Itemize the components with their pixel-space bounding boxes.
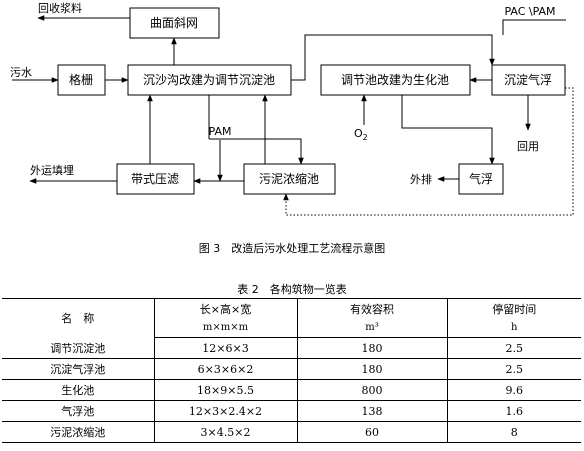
- table-row: 气浮池 12×3×2.4×2 138 1.6: [2, 400, 581, 422]
- cell-dims: 12×3×2.4×2: [153, 400, 298, 422]
- cell-retention: 8: [446, 421, 581, 443]
- arrow-bio-to-air-flot: [401, 95, 495, 165]
- structures-table: 名 称 长×高×宽 有效容积 停留时间 m×m×m m³ h 调节沉淀池 12×…: [2, 298, 581, 443]
- cell-name: 气浮池: [2, 400, 155, 422]
- cell-retention: 2.5: [446, 337, 581, 359]
- header-retention: 停留时间: [446, 298, 581, 318]
- label-pac-pam: PAC \PAM: [504, 5, 555, 18]
- line-pac-pam: [502, 19, 566, 35]
- cell-retention: 1.6: [446, 400, 581, 422]
- cell-dims: 12×6×3: [153, 337, 298, 359]
- label-pam: PAM: [209, 125, 232, 138]
- box-sludge-thickener-label: 污泥浓缩池: [259, 171, 319, 186]
- cell-name: 生化池: [2, 379, 155, 401]
- cell-volume: 800: [296, 379, 448, 401]
- arrow-grit-to-thickener: [209, 138, 304, 165]
- cell-dims: 6×3×6×2: [153, 358, 298, 380]
- cell-dims: 3×4.5×2: [153, 421, 298, 443]
- arrow-to-sed-flot: [291, 34, 495, 81]
- cell-retention: 9.6: [446, 379, 581, 401]
- table-row: 污泥浓缩池 3×4.5×2 60 8: [2, 421, 581, 443]
- box-sludge-thickener: 污泥浓缩池: [243, 163, 336, 195]
- box-curved-screen: 曲面斜网: [129, 7, 220, 39]
- header-volume-unit: m³: [296, 318, 448, 338]
- box-equalization-to-bio-label: 调节池改建为生化池: [341, 73, 449, 87]
- label-landfill: 外运填埋: [30, 163, 74, 177]
- cell-volume: 180: [296, 337, 448, 359]
- cell-volume: 180: [296, 358, 448, 380]
- box-sedimentation-flotation-label: 沉淀气浮: [504, 72, 552, 87]
- box-grit-to-equalization-label: 沉沙沟改建为调节沉淀池: [143, 73, 275, 87]
- box-belt-press-label: 带式压滤: [131, 172, 179, 186]
- cell-name: 调节沉淀池: [2, 337, 155, 359]
- box-air-flotation: 气浮: [458, 163, 504, 195]
- box-curved-screen-label: 曲面斜网: [150, 16, 198, 30]
- cell-dims: 18×9×5.5: [153, 379, 298, 401]
- process-flow-diagram: 曲面斜网 格栅 沉沙沟改建为调节沉淀池 调节池改建为生化池 沉淀气浮 带式压滤 …: [10, 1, 574, 216]
- cell-retention: 2.5: [446, 358, 581, 380]
- label-recycle-slurry: 回收浆料: [38, 1, 82, 15]
- box-air-flotation-label: 气浮: [469, 171, 493, 186]
- label-wastewater: 污水: [10, 66, 32, 79]
- box-grit-to-equalization: 沉沙沟改建为调节沉淀池: [127, 64, 292, 96]
- box-equalization-to-bio: 调节池改建为生化池: [320, 64, 471, 96]
- label-o2: O2: [354, 127, 368, 142]
- header-dims-unit: m×m×m: [154, 318, 298, 338]
- figure-caption: 图 3 改造后污水处理工艺流程示意图: [198, 242, 386, 255]
- header-volume: 有效容积: [296, 298, 448, 318]
- cell-volume: 60: [296, 421, 448, 443]
- cell-name: 沉淀气浮池: [2, 358, 155, 380]
- cell-name: 污泥浓缩池: [2, 421, 155, 443]
- label-reuse: 回用: [517, 140, 539, 153]
- flow-arrows: [12, 15, 574, 216]
- table-header-row: 名 称 长×高×宽 有效容积 停留时间: [2, 298, 581, 338]
- header-retention-unit: h: [446, 318, 581, 338]
- table-caption: 表 2 各构筑物一览表: [237, 283, 347, 296]
- box-grille-label: 格栅: [69, 72, 93, 87]
- box-grille: 格栅: [57, 64, 106, 96]
- table-row: 沉淀气浮池 6×3×6×2 180 2.5: [2, 358, 581, 380]
- table-row: 生化池 18×9×5.5 800 9.6: [2, 379, 581, 401]
- header-name: 名 称: [2, 298, 155, 338]
- box-sedimentation-flotation: 沉淀气浮: [491, 64, 566, 96]
- header-dims: 长×高×宽: [153, 298, 298, 318]
- box-belt-press: 带式压滤: [116, 163, 195, 195]
- cell-volume: 138: [296, 400, 448, 422]
- table-row: 调节沉淀池 12×6×3 180 2.5: [2, 337, 581, 359]
- label-discharge: 外排: [410, 172, 432, 186]
- table-unit-row: m×m×m m³ h: [2, 318, 581, 338]
